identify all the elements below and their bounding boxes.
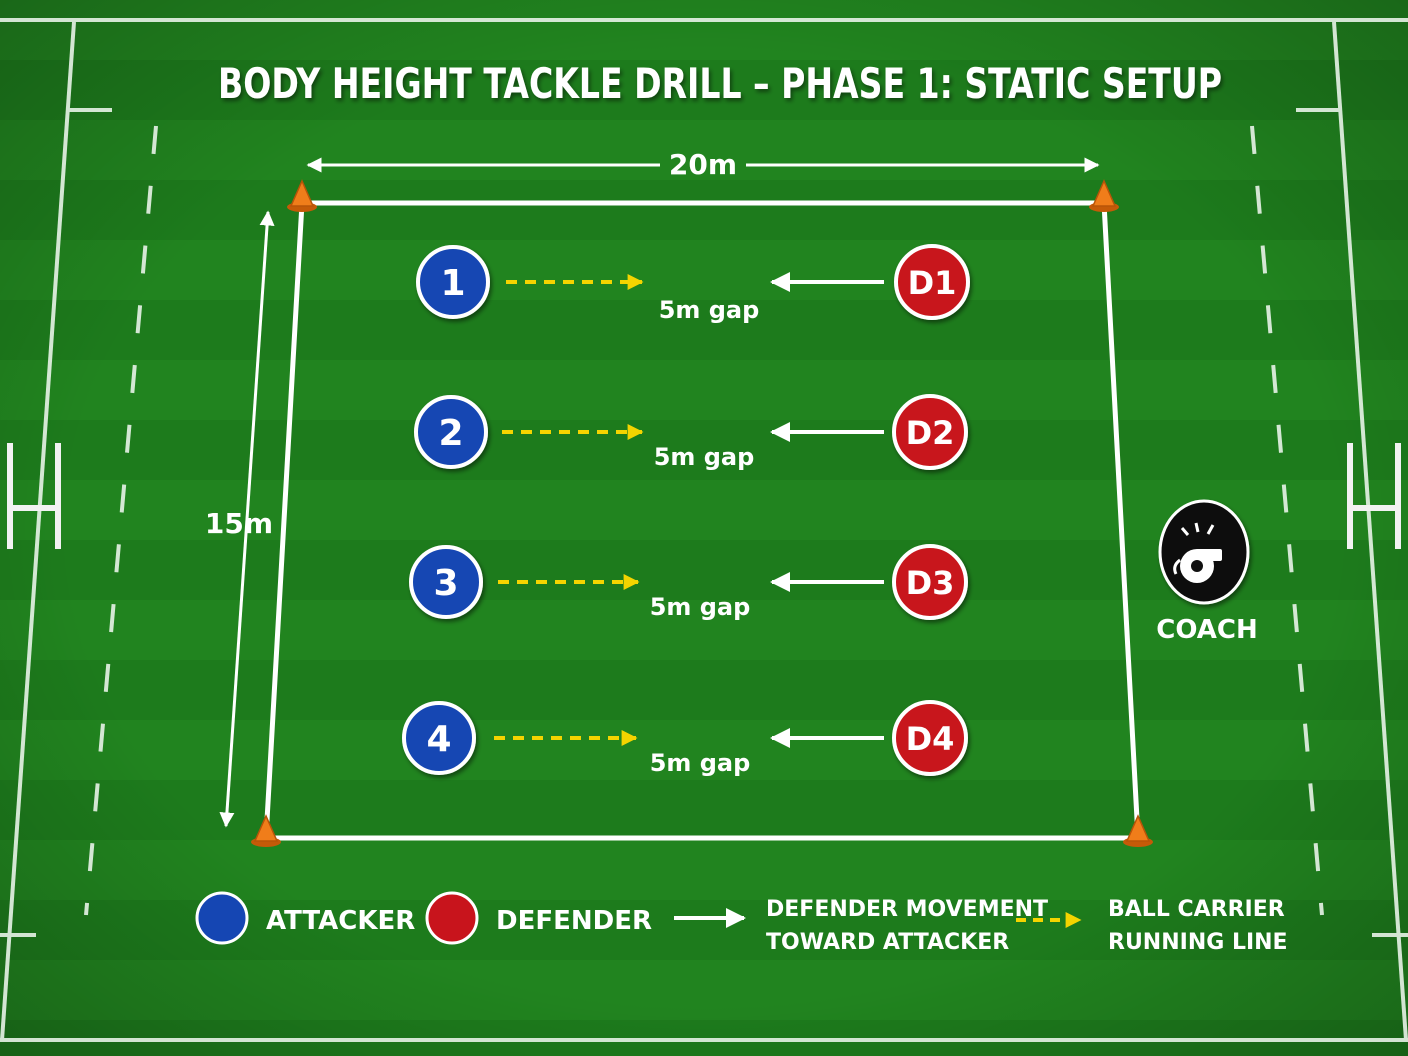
legend: ATTACKER DEFENDER DEFENDER MOVEMENT TOWA… [195,891,1288,955]
whistle-icon [1173,522,1222,583]
pitch-markings [0,18,1408,1042]
gap-label: 5m gap [659,296,760,324]
gap-label: 5m gap [650,593,751,621]
defender-1: D1 [894,244,970,320]
coach-label: COACH [1156,615,1257,645]
cone-1 [287,179,317,212]
legend-attacker-label: ATTACKER [266,906,415,936]
legend-ball-carrier-line1: BALL CARRIER [1108,897,1285,922]
dashed-touch-lines [84,125,1324,916]
attacker-1: 1 [416,245,490,319]
height-label: 15m [205,507,273,540]
pair-3: 3 5m gap D3 [409,544,968,621]
gap-label: 5m gap [650,749,751,777]
cones [251,179,1153,847]
legend-attacker-marker [195,891,249,945]
attacker-number: 3 [433,563,458,604]
defender-label: D1 [908,264,957,302]
attacker-number: 1 [440,263,465,304]
legend-defender-marker [425,891,479,945]
cone-4 [1123,814,1153,847]
defender-label: D4 [906,720,955,758]
legend-ball-carrier-line2: RUNNING LINE [1108,930,1288,955]
width-label: 20m [669,148,737,181]
legend-defender-movement-line2: TOWARD ATTACKER [766,930,1009,955]
goal-post-left [7,443,61,549]
pair-4: 4 5m gap D4 [402,700,968,777]
attacker-number: 4 [426,719,451,760]
page-title: BODY HEIGHT TACKLE DRILL – PHASE 1: STAT… [218,59,1222,108]
defender-2: D2 [892,394,968,470]
coach: COACH [1156,499,1258,645]
defender-label: D2 [906,414,955,452]
width-dimension: 20m [306,148,1100,181]
defender-label: D3 [906,564,955,602]
height-dimension: 15m [205,210,275,828]
defender-4: D4 [892,700,968,776]
attacker-2: 2 [414,395,488,469]
attacker-number: 2 [438,413,463,454]
pair-2: 2 5m gap D2 [414,394,968,471]
cone-2 [1089,179,1119,212]
cone-3 [251,814,281,847]
defender-3: D3 [892,544,968,620]
goal-post-right [1347,443,1401,549]
pair-1: 1 5m gap D1 [416,244,970,324]
attacker-3: 3 [409,545,483,619]
legend-defender-label: DEFENDER [496,906,652,936]
gap-label: 5m gap [654,443,755,471]
legend-defender-movement-line1: DEFENDER MOVEMENT [766,897,1048,922]
attacker-4: 4 [402,701,476,775]
